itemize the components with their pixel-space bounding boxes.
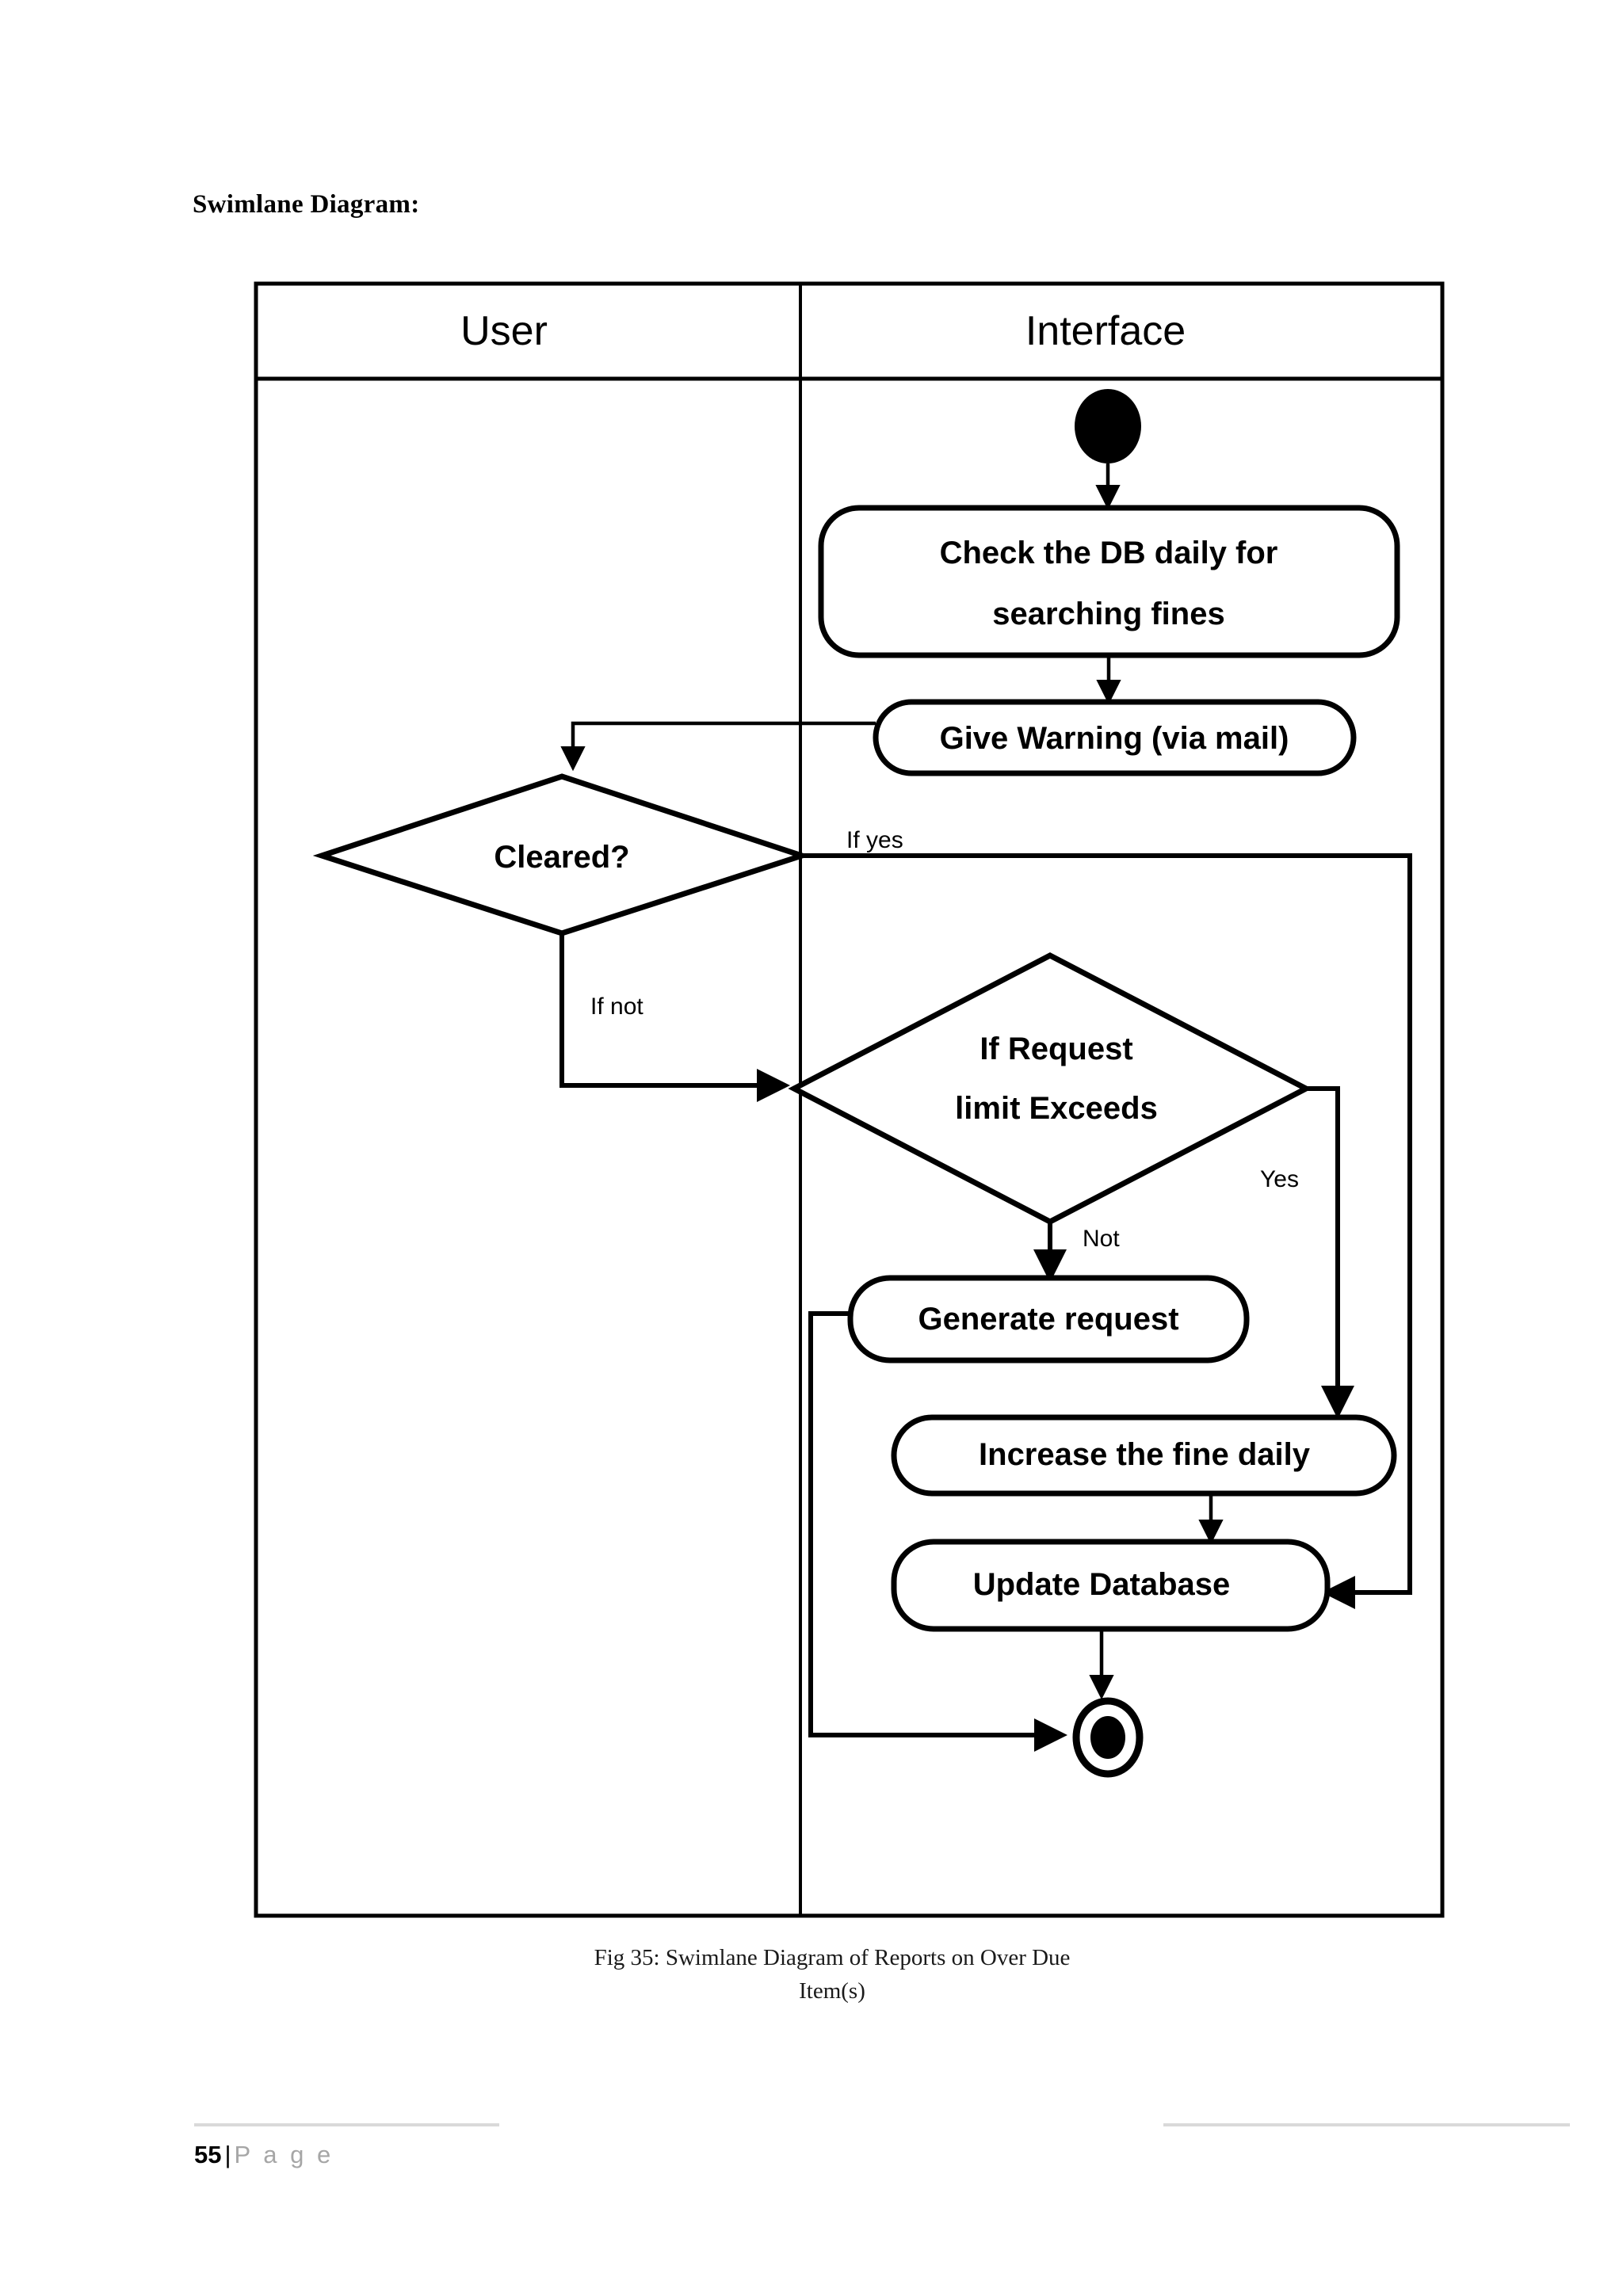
- swimlane-table: [254, 281, 1445, 1918]
- activity-give-warning: Give Warning (via mail): [873, 699, 1357, 776]
- decision-request-limit-label-line2: limit Exceeds: [955, 1091, 1158, 1126]
- final-node: [1072, 1697, 1144, 1778]
- figure-caption: Fig 35: Swimlane Diagram of Reports on O…: [396, 1941, 1268, 2008]
- footer-separator: |: [224, 2141, 231, 2168]
- figure-caption-line2: Item(s): [799, 1978, 865, 2004]
- activity-check-db-shape: [818, 505, 1400, 658]
- page-footer: 55|P a g e: [0, 2123, 1623, 2195]
- decision-request-limit-label-line1: If Request: [980, 1032, 1132, 1066]
- activity-increase-fine-label: Increase the fine daily: [979, 1437, 1311, 1472]
- activity-check-db-label-line1: Check the DB daily for: [940, 536, 1278, 570]
- decision-cleared-shape: [312, 773, 812, 936]
- activity-update-database: Update Database: [891, 1539, 1331, 1632]
- initial-node: [1075, 389, 1141, 463]
- activity-give-warning-label: Give Warning (via mail): [940, 721, 1289, 756]
- footer-page-number: 55: [194, 2141, 222, 2168]
- footer-text: 55|P a g e: [194, 2141, 334, 2169]
- activity-check-db-label-line2: searching fines: [992, 597, 1224, 631]
- footer-rule-right: [1163, 2123, 1570, 2126]
- final-node-core: [1090, 1716, 1125, 1759]
- edge-cleared-if-yes: [802, 853, 1412, 1609]
- activity-increase-fine: Increase the fine daily: [891, 1414, 1397, 1497]
- activity-update-database-label: Update Database: [973, 1567, 1231, 1602]
- page-title: Swimlane Diagram:: [193, 190, 420, 219]
- edge-label-if-not: If not: [590, 994, 643, 1020]
- edge-request-limit-yes: [1306, 1086, 1354, 1419]
- figure-caption-line1: Fig 35: Swimlane Diagram of Reports on O…: [594, 1945, 1071, 1970]
- activity-increase-fine-shape: [891, 1414, 1397, 1497]
- activity-check-db: Check the DB daily for searching fines: [818, 505, 1400, 658]
- edge-cleared-if-not: [559, 933, 790, 1102]
- swimlane-outer-border: [254, 281, 1445, 1918]
- edge-give-warning-to-cleared: [560, 721, 876, 772]
- footer-rule-left: [194, 2123, 499, 2126]
- edge-label-not: Not: [1083, 1226, 1120, 1252]
- lane-header-interface: Interface: [1025, 308, 1186, 354]
- footer-page-word: P a g e: [234, 2141, 334, 2168]
- activity-generate-request-shape: [847, 1275, 1250, 1363]
- activity-update-database-shape: [891, 1539, 1331, 1632]
- activity-give-warning-shape: [873, 699, 1357, 776]
- final-node-ring: [1072, 1697, 1144, 1778]
- activity-generate-request: Generate request: [847, 1275, 1250, 1363]
- lane-header-user: User: [460, 308, 548, 354]
- edge-label-yes: Yes: [1260, 1166, 1299, 1192]
- decision-cleared: Cleared?: [312, 773, 812, 936]
- activity-generate-request-label: Generate request: [918, 1302, 1178, 1337]
- decision-request-limit: If Request limit Exceeds: [788, 952, 1312, 1225]
- edge-generate-request-to-end: [808, 1311, 1067, 1752]
- edge-label-if-yes: If yes: [846, 827, 903, 853]
- decision-request-limit-shape: [788, 952, 1312, 1225]
- decision-cleared-label: Cleared?: [494, 840, 629, 875]
